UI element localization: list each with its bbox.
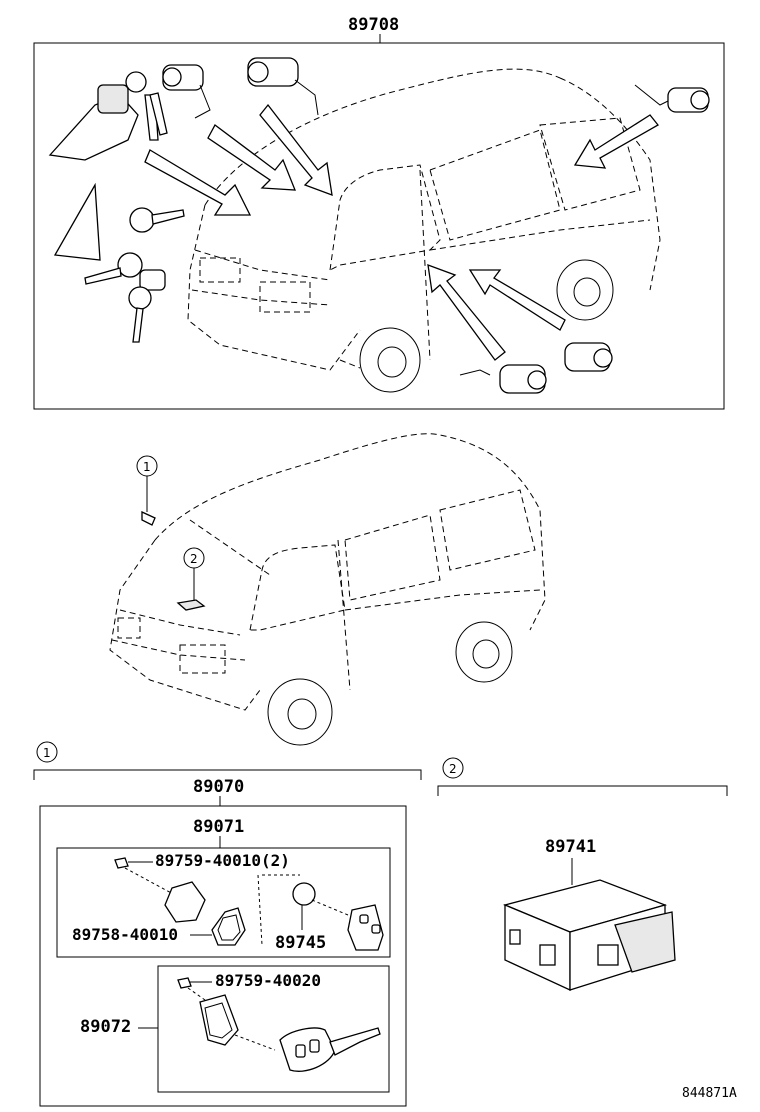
key-frame	[157, 965, 390, 1093]
section-marker-1	[36, 741, 58, 763]
label-89741: 89741	[545, 837, 596, 857]
lock-set-section: 89708	[33, 15, 725, 410]
diagram-code: 844871A	[682, 1086, 737, 1101]
lock-set-frame	[33, 42, 725, 410]
transmitter-case-ring	[211, 907, 246, 946]
label-89758-40010: 89758-40010	[72, 925, 178, 944]
label-89072: 89072	[80, 1017, 131, 1037]
door-lock-cylinder-1	[162, 64, 211, 119]
receiver-section: 2 89741	[437, 757, 728, 992]
section-marker-1-text: 1	[43, 746, 51, 760]
battery-89745	[292, 882, 316, 906]
label-89759-40020: 89759-40020	[215, 971, 321, 990]
kit-frame	[39, 805, 407, 1107]
van-top-illustration	[187, 68, 661, 393]
door-lock-cylinder-2	[247, 57, 319, 116]
transmitter-location-mark	[141, 510, 156, 526]
door-control-receiver	[502, 879, 676, 992]
transmitter-frame	[56, 847, 391, 958]
label-89071: 89071	[193, 817, 244, 837]
callout-2-text: 2	[190, 552, 198, 566]
transmitter-kit-section: 1 89070 89071 89759-40010(2) 89758-40010…	[33, 741, 422, 1107]
key-blade	[329, 1027, 381, 1056]
van-middle-illustration	[109, 433, 546, 746]
ignition-cylinder	[48, 71, 168, 161]
label-89745: 89745	[275, 933, 326, 953]
lock-position-arrows	[144, 103, 659, 361]
screw-a-1	[114, 857, 129, 869]
quarter-glass	[53, 182, 101, 261]
transmitter-board	[164, 881, 206, 923]
transmitter-cover	[347, 904, 384, 951]
section-marker-2-text: 2	[449, 762, 457, 776]
van-location-section: 1 2	[109, 433, 546, 746]
transmitter-key-head	[279, 1027, 336, 1072]
slide-door-lock	[459, 364, 547, 394]
receiver-location-mark	[176, 599, 206, 611]
label-89070: 89070	[193, 777, 244, 797]
section-marker-2	[442, 757, 464, 779]
side-door-lock	[564, 342, 613, 372]
label-89708: 89708	[348, 15, 399, 35]
back-door-lock	[634, 84, 710, 113]
keys-set	[84, 207, 185, 343]
callout-1-text: 1	[143, 460, 151, 474]
label-89759-40010: 89759-40010(2)	[155, 851, 290, 870]
screw-b-1	[177, 977, 192, 989]
